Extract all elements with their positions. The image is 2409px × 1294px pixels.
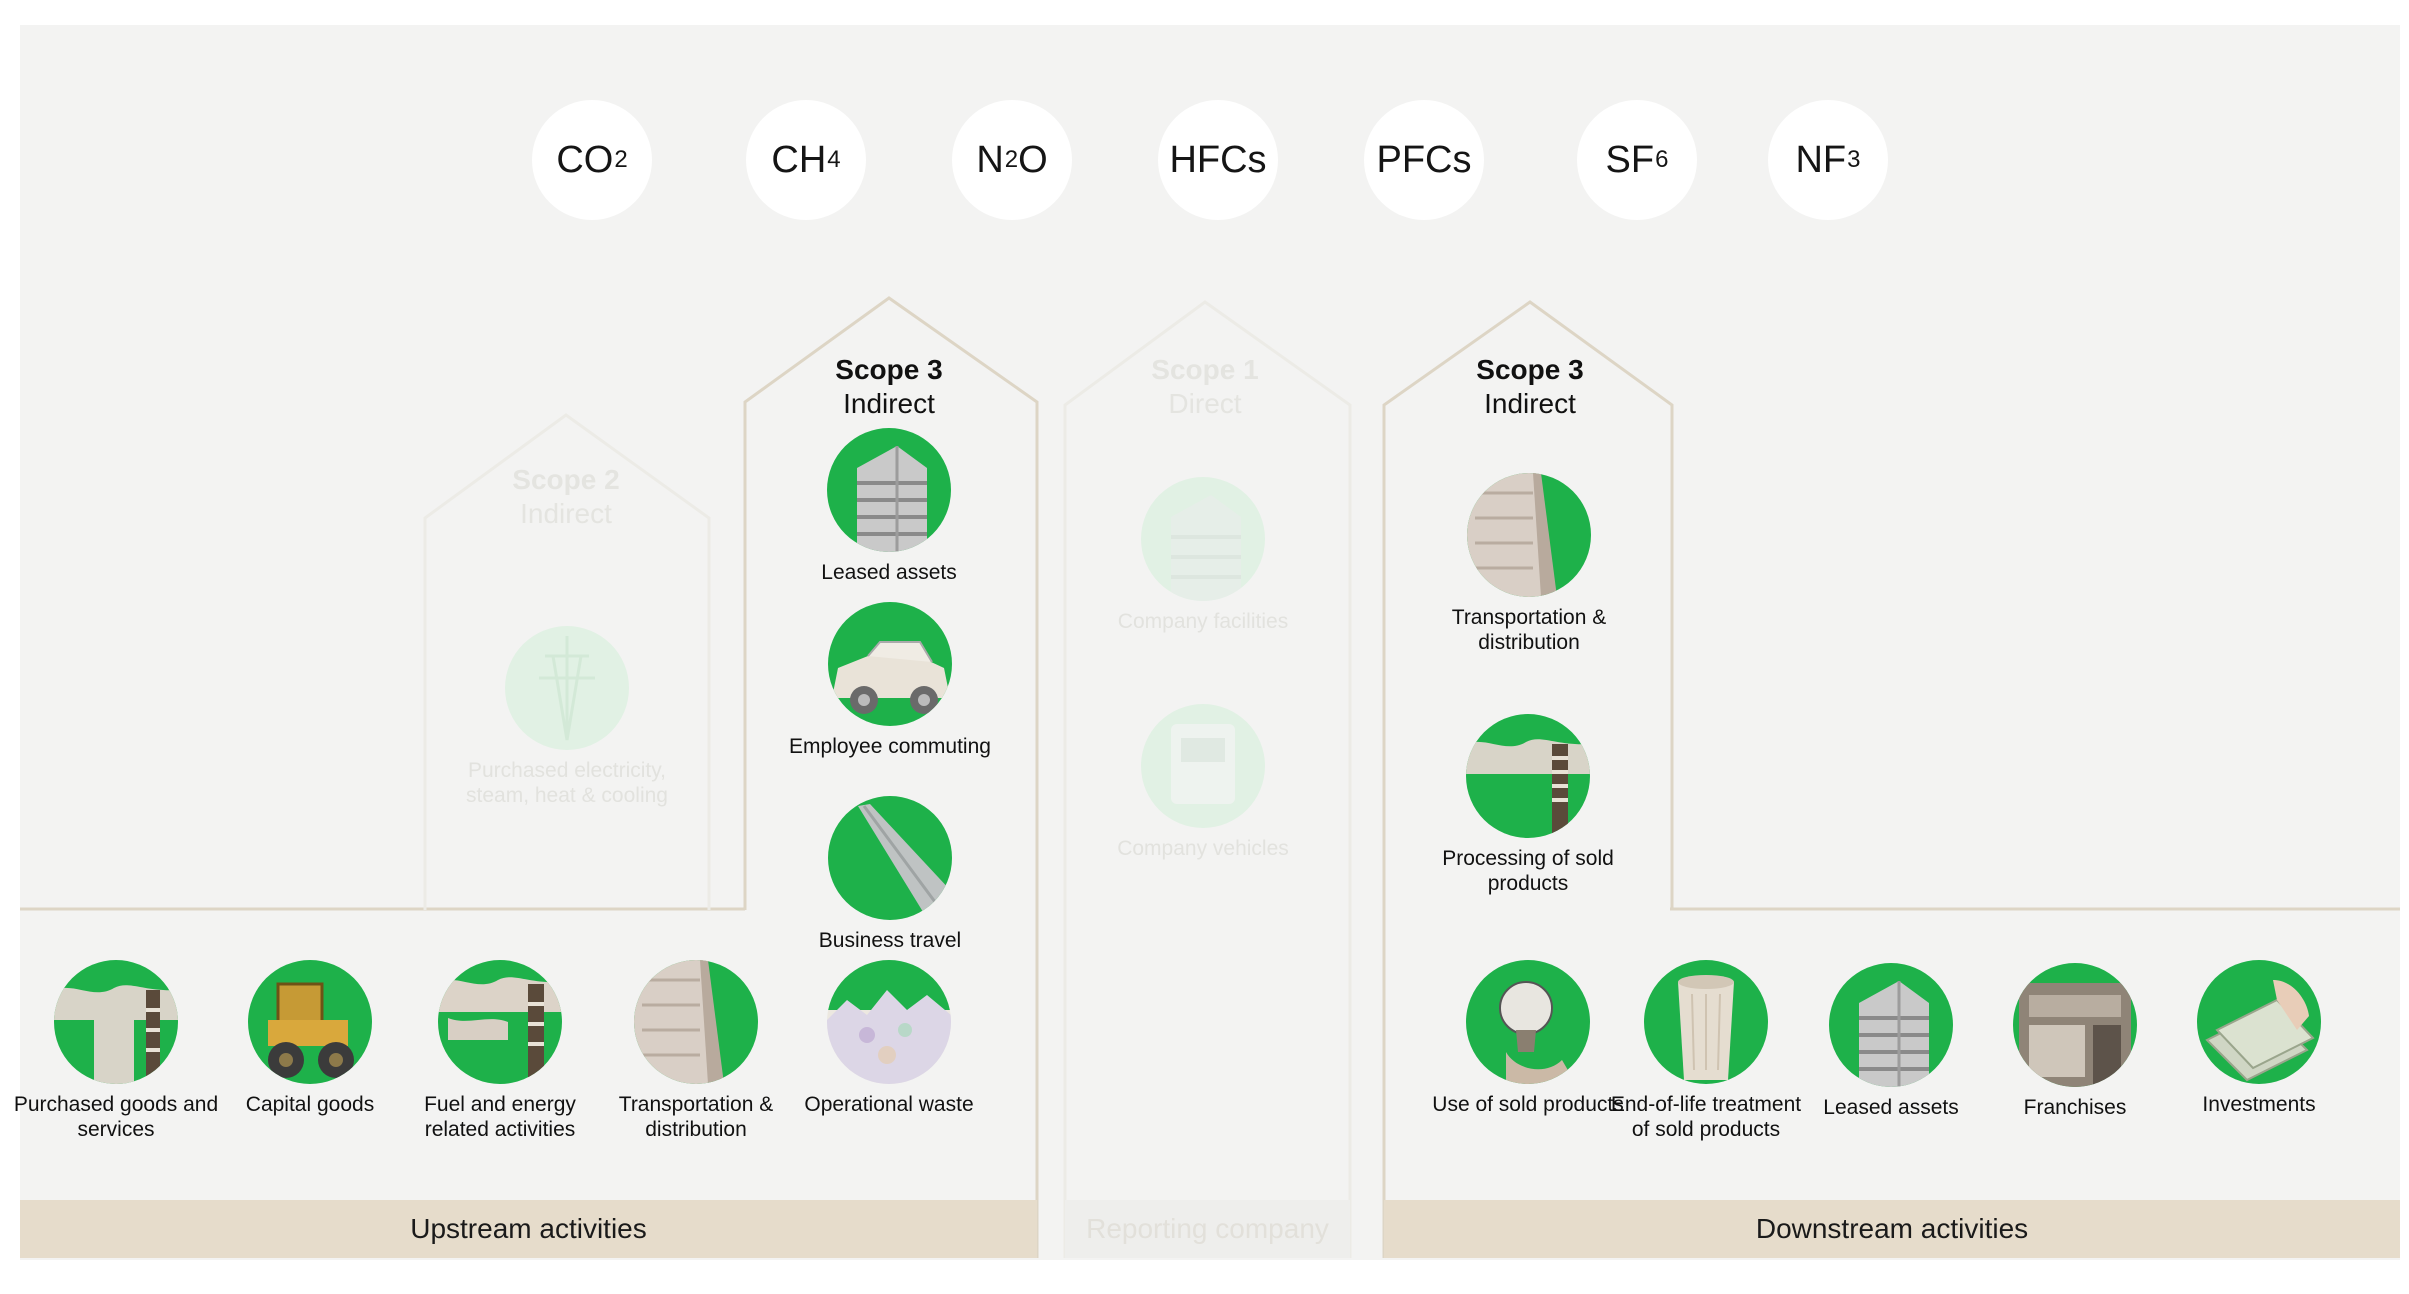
upstream-activities-label: Upstream activities — [410, 1213, 647, 1244]
gas-hfcs: HFCs — [1158, 100, 1278, 220]
scope3-downstream-house-outline — [1382, 300, 1674, 1258]
scope2-heading: Scope 2 — [512, 464, 620, 495]
downstream-item-investments: Investments — [2154, 960, 2364, 1117]
scope3-item-employee-commuting: Employee commuting — [785, 602, 995, 759]
smokestack-icon — [438, 960, 562, 1084]
item-label: Investments — [2202, 1093, 2316, 1116]
gas-label: PFCs — [1376, 138, 1472, 181]
scope3-upstream-title: Scope 3 Indirect — [835, 353, 942, 421]
upstream-item-operational-waste: Operational waste — [784, 960, 994, 1117]
building-icon — [1829, 963, 1953, 1087]
item-label: Capital goods — [245, 1093, 375, 1116]
scope2-subheading: Indirect — [520, 498, 612, 529]
item-label: Franchises — [2023, 1096, 2127, 1119]
scope3-item-leased-assets: Leased assets — [784, 428, 994, 585]
waste-pile-icon — [827, 960, 951, 1084]
scope3-upstream-subheading: Indirect — [843, 388, 935, 419]
car-icon — [828, 602, 952, 726]
item-label: End-of-life treatment of sold products — [1610, 1093, 1802, 1141]
scope3-downstream-subheading: Indirect — [1484, 388, 1576, 419]
item-label: Business travel — [818, 929, 962, 952]
item-label: Use of sold products — [1432, 1093, 1624, 1116]
gas-label: N — [976, 138, 1004, 181]
scope2-item-purchased-electricity: Purchased electricity, steam, heat & coo… — [462, 626, 672, 808]
upstream-item-capital-goods: Capital goods — [205, 960, 415, 1117]
downstream-activities-label: Downstream activities — [1755, 1213, 2029, 1244]
scope3-downstream-heading: Scope 3 — [1476, 354, 1584, 385]
airplane-wing-icon — [828, 796, 952, 920]
truck-icon — [1141, 704, 1265, 828]
upstream-item-purchased-goods: Purchased goods and services — [11, 960, 221, 1142]
scope3-item-processing-sold-products: Processing of sold products — [1423, 714, 1633, 896]
item-label: Fuel and energy related activities — [424, 1093, 576, 1141]
scope1-item-company-facilities: Company facilities — [1098, 477, 1308, 634]
scope1-item-company-vehicles: Company vehicles — [1098, 704, 1308, 861]
background-panel — [20, 25, 2400, 1260]
upstream-band — [20, 1200, 1037, 1258]
scope3-item-transportation-distribution: Transportation & distribution — [1424, 473, 1634, 655]
scope2-title: Scope 2 Indirect — [512, 463, 619, 531]
building-icon — [827, 428, 951, 552]
gas-label: HFCs — [1169, 138, 1267, 181]
item-label: Company facilities — [1117, 610, 1289, 633]
gas-label-suffix: O — [1018, 138, 1048, 181]
gas-label: SF — [1605, 138, 1655, 181]
gas-subscript: 4 — [827, 146, 841, 173]
scope2-house-outline — [423, 413, 711, 910]
scope1-house-outline — [1063, 300, 1352, 1258]
downstream-item-end-of-life: End-of-life treatment of sold products — [1601, 960, 1811, 1142]
item-label: Purchased electricity, steam, heat & coo… — [466, 759, 668, 807]
smokestack-icon — [54, 960, 178, 1084]
reporting-company-label: Reporting company — [1086, 1213, 1329, 1244]
item-label: Company vehicles — [1117, 837, 1289, 860]
warehouse-icon — [1467, 473, 1591, 597]
scope3-upstream-heading: Scope 3 — [835, 354, 943, 385]
scope1-subheading: Direct — [1168, 388, 1242, 419]
item-label: Transportation & distribution — [618, 1093, 774, 1141]
scope3-upstream-house-outline — [743, 296, 1039, 1258]
smokestack-icon — [1466, 714, 1590, 838]
storefront-icon — [2013, 963, 2137, 1087]
scope1-title: Scope 1 Direct — [1151, 353, 1258, 421]
scope1-heading: Scope 1 — [1151, 354, 1259, 385]
reporting-band — [1065, 1200, 1350, 1258]
item-label: Purchased goods and services — [13, 1093, 219, 1141]
wheel-loader-icon — [248, 960, 372, 1084]
item-label: Transportation & distribution — [1451, 606, 1607, 654]
upstream-item-transportation-distribution: Transportation & distribution — [591, 960, 801, 1142]
warehouse-icon — [634, 960, 758, 1084]
downstream-item-franchises: Franchises — [1970, 963, 2180, 1120]
light-bulb-icon — [1466, 960, 1590, 1084]
item-label: Operational waste — [804, 1093, 974, 1116]
scope3-downstream-title: Scope 3 Indirect — [1476, 353, 1583, 421]
gas-subscript: 3 — [1847, 146, 1861, 173]
item-label: Employee commuting — [789, 735, 991, 758]
gas-label: NF — [1795, 138, 1847, 181]
trash-bin-icon — [1644, 960, 1768, 1084]
downstream-item-leased-assets: Leased assets — [1786, 963, 1996, 1120]
gas-subscript: 6 — [1655, 146, 1669, 173]
downstream-item-use-sold-products: Use of sold products — [1423, 960, 1633, 1117]
downstream-band — [1384, 1200, 2400, 1258]
item-label: Processing of sold products — [1442, 847, 1614, 895]
item-label: Leased assets — [1823, 1096, 1959, 1119]
power-line-icon — [505, 626, 629, 750]
building-icon — [1141, 477, 1265, 601]
gas-subscript: 2 — [614, 146, 628, 173]
money-icon — [2197, 960, 2321, 1084]
scope3-item-business-travel: Business travel — [785, 796, 995, 953]
item-label: Leased assets — [821, 561, 957, 584]
gas-pfcs: PFCs — [1364, 100, 1484, 220]
gas-label: CO — [556, 138, 614, 181]
gas-subscript: 2 — [1004, 146, 1019, 173]
upstream-item-fuel-energy: Fuel and energy related activities — [395, 960, 605, 1142]
gas-label: CH — [771, 138, 827, 181]
